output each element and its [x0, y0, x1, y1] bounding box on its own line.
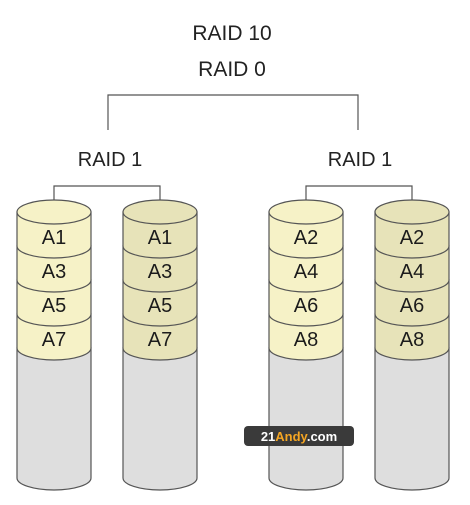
- data-block: [268, 313, 344, 361]
- data-block: [122, 313, 198, 361]
- block-label: A1: [42, 227, 66, 249]
- disk-empty-space: [122, 347, 198, 491]
- disk-empty-space: [268, 347, 344, 491]
- block-label: A2: [400, 227, 424, 249]
- data-block: [16, 313, 92, 361]
- watermark: 21Andy.com: [244, 426, 354, 446]
- disk-empty-space: [374, 347, 450, 491]
- data-block: [16, 279, 92, 327]
- block-label: A6: [400, 295, 424, 317]
- block-label: A7: [148, 329, 172, 351]
- block-label: A5: [42, 295, 66, 317]
- block-label: A4: [400, 261, 424, 283]
- watermark-part3: .com: [307, 429, 337, 444]
- data-block: [122, 245, 198, 293]
- block-label: A2: [294, 227, 318, 249]
- block-label: A8: [294, 329, 318, 351]
- watermark-badge: [244, 426, 354, 446]
- disk-top-cap: [268, 199, 344, 225]
- data-block: [16, 211, 92, 259]
- raid1-left-connector: [53, 185, 161, 204]
- data-block: [122, 279, 198, 327]
- disk-top-cap: [16, 199, 92, 225]
- data-block: [268, 245, 344, 293]
- watermark-part1: 21: [261, 429, 275, 444]
- data-block: [374, 313, 450, 361]
- block-label: A3: [148, 261, 172, 283]
- block-label: A6: [294, 295, 318, 317]
- data-block: [374, 211, 450, 259]
- data-block: [268, 279, 344, 327]
- disk-top-cap: [374, 199, 450, 225]
- data-block: [374, 245, 450, 293]
- watermark-part2: Andy: [275, 429, 308, 444]
- raid1-right-label: RAID 1: [328, 149, 392, 171]
- data-block: [16, 245, 92, 293]
- disk-top-cap: [122, 199, 198, 225]
- raid0-title: RAID 0: [198, 58, 266, 81]
- block-label: A5: [148, 295, 172, 317]
- raid0-connector: [107, 94, 359, 130]
- raid1-right-connector: [305, 185, 413, 204]
- disk-empty-space: [16, 347, 92, 491]
- data-block: [268, 211, 344, 259]
- raid10-title: RAID 10: [192, 22, 271, 45]
- data-block: [122, 211, 198, 259]
- block-label: A3: [42, 261, 66, 283]
- watermark-text: 21Andy.com: [261, 429, 337, 444]
- block-label: A7: [42, 329, 66, 351]
- block-label: A4: [294, 261, 318, 283]
- block-label: A8: [400, 329, 424, 351]
- data-block: [374, 279, 450, 327]
- block-label: A1: [148, 227, 172, 249]
- raid1-left-label: RAID 1: [78, 149, 142, 171]
